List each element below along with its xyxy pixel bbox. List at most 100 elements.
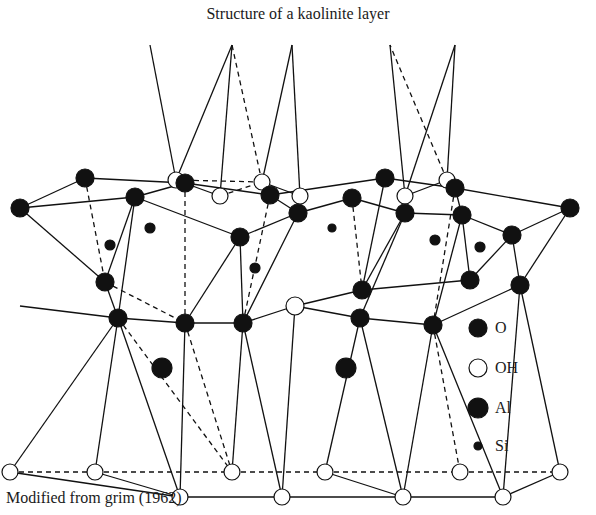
oh-atom bbox=[552, 464, 568, 480]
o-atom bbox=[351, 309, 369, 327]
bond-line bbox=[105, 197, 135, 282]
bond-line bbox=[20, 178, 85, 208]
legend-label: O bbox=[495, 318, 507, 338]
si-atom bbox=[250, 263, 260, 273]
main-layer-lines bbox=[10, 178, 570, 497]
bond-line bbox=[360, 318, 433, 325]
o-atom bbox=[11, 199, 29, 217]
bond-line bbox=[232, 323, 243, 472]
bond-line bbox=[362, 178, 385, 290]
bond-line bbox=[520, 285, 560, 472]
o-atom bbox=[176, 174, 194, 192]
bond-line bbox=[20, 197, 135, 208]
bond-line bbox=[362, 213, 405, 290]
bond-line bbox=[184, 183, 185, 323]
bond-line bbox=[520, 208, 570, 285]
oh-atom bbox=[292, 188, 308, 204]
bond-line bbox=[85, 178, 105, 282]
oh-atom bbox=[2, 464, 18, 480]
o-atom bbox=[353, 281, 371, 299]
bond-line bbox=[295, 290, 362, 306]
o-atom bbox=[231, 228, 249, 246]
diagram-title: Structure of a kaolinite layer bbox=[206, 4, 389, 24]
bond-line bbox=[150, 45, 176, 180]
bond-line bbox=[10, 471, 95, 472]
bond-line bbox=[292, 45, 300, 196]
o-atom bbox=[511, 276, 529, 294]
bond-line bbox=[325, 472, 403, 497]
bond-line bbox=[503, 285, 520, 497]
o-atom bbox=[424, 316, 442, 334]
o-atom bbox=[561, 199, 579, 217]
bond-line bbox=[176, 45, 232, 180]
al-atom bbox=[152, 358, 172, 378]
bond-line bbox=[295, 306, 360, 318]
bond-line bbox=[180, 496, 282, 497]
o-atom bbox=[289, 204, 307, 222]
bond-line bbox=[403, 496, 503, 497]
o-atom bbox=[234, 314, 252, 332]
bond-line bbox=[352, 198, 362, 290]
oh-atom bbox=[395, 489, 411, 505]
si-atom bbox=[430, 235, 440, 245]
o-atom bbox=[76, 169, 94, 187]
bond-line bbox=[433, 325, 460, 472]
bond-line bbox=[360, 213, 405, 318]
bond-line bbox=[503, 472, 560, 497]
bond-line bbox=[405, 45, 455, 196]
bond-line bbox=[118, 318, 232, 472]
bond-line bbox=[262, 45, 292, 182]
o-atom bbox=[376, 169, 394, 187]
bond-line bbox=[180, 323, 185, 497]
source-caption: Modified from grim (1962) bbox=[6, 488, 182, 508]
bond-line bbox=[270, 178, 385, 195]
bond-line bbox=[455, 188, 570, 208]
oh-atom bbox=[452, 464, 468, 480]
o-atom bbox=[109, 309, 127, 327]
bond-line bbox=[232, 45, 262, 182]
bond-line bbox=[282, 496, 403, 497]
upper-layer-lines bbox=[150, 45, 455, 196]
bond-line bbox=[243, 323, 282, 497]
bond-line bbox=[243, 195, 270, 323]
bond-line bbox=[433, 215, 462, 325]
bond-line bbox=[185, 237, 240, 323]
si-atom bbox=[475, 242, 485, 252]
bond-line bbox=[20, 306, 118, 318]
o-atom bbox=[96, 273, 114, 291]
bond-line bbox=[362, 280, 470, 290]
bond-line bbox=[433, 325, 503, 497]
oh-atom bbox=[212, 188, 228, 204]
o-atom bbox=[343, 189, 361, 207]
o-atom bbox=[461, 271, 479, 289]
bond-line bbox=[10, 318, 118, 472]
si-atom bbox=[105, 240, 115, 250]
bond-line bbox=[462, 215, 470, 280]
bond-line bbox=[118, 197, 135, 318]
o-atom bbox=[396, 204, 414, 222]
si-atom bbox=[328, 224, 336, 232]
bond-line bbox=[460, 471, 560, 472]
bond-line bbox=[185, 323, 232, 472]
bond-line bbox=[360, 318, 403, 497]
o-atom bbox=[453, 206, 471, 224]
bond-line bbox=[95, 318, 118, 472]
bond-line bbox=[240, 237, 243, 323]
legend-label: OH bbox=[495, 358, 518, 378]
bond-line bbox=[232, 471, 325, 472]
o-atom bbox=[176, 314, 194, 332]
legend-sample bbox=[469, 319, 487, 337]
bond-line bbox=[20, 208, 105, 282]
bond-line bbox=[390, 45, 447, 180]
oh-atom bbox=[317, 464, 333, 480]
oh-atom bbox=[286, 297, 304, 315]
si-atom bbox=[145, 223, 155, 233]
oh-atom bbox=[397, 188, 413, 204]
bond-line bbox=[403, 325, 433, 497]
oh-atom bbox=[495, 489, 511, 505]
oh-atom bbox=[224, 464, 240, 480]
bond-line bbox=[282, 306, 295, 497]
bond-line bbox=[220, 45, 232, 196]
oh-atom bbox=[274, 489, 290, 505]
bond-line bbox=[118, 318, 180, 497]
